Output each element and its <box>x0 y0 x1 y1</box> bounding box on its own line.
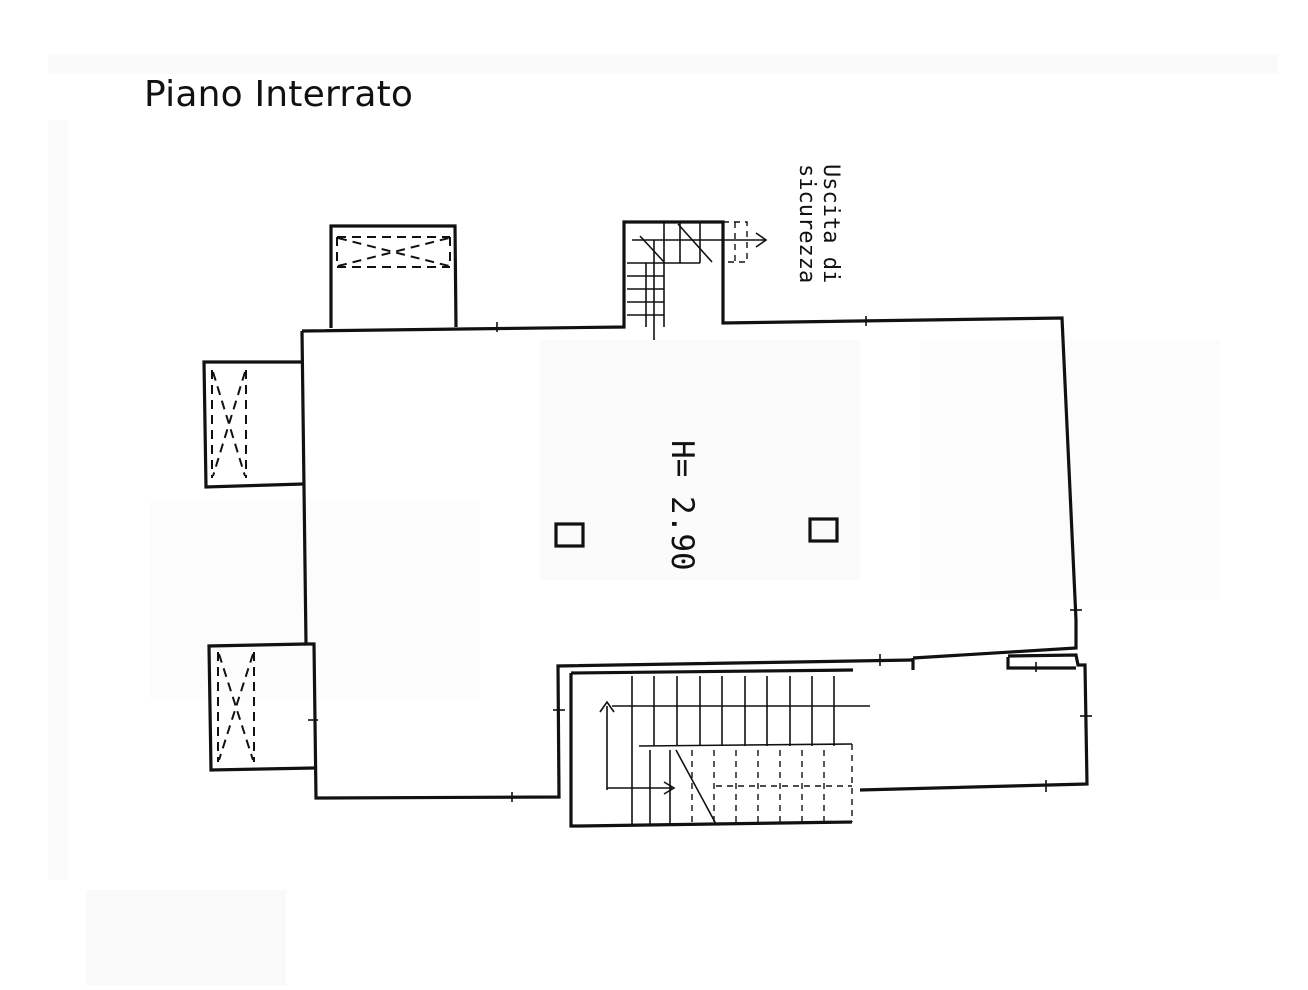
wall-stub-right <box>1006 657 1076 670</box>
outer-wall-right <box>859 653 1089 792</box>
emergency-stair <box>627 221 768 340</box>
main-stair <box>599 676 870 826</box>
exit-label-line2: sicurezza <box>794 164 819 283</box>
scan-noise <box>48 54 1278 985</box>
light-well-top <box>329 224 458 328</box>
exit-label-line1: Uscita di <box>818 164 843 283</box>
stair-well-wall <box>569 673 853 828</box>
wall-ticks <box>308 316 1092 802</box>
page-title: Piano Interrato <box>144 74 414 115</box>
stair-well-top <box>570 668 854 675</box>
outer-wall <box>301 220 1078 660</box>
pillar-right <box>808 517 839 543</box>
light-well-left-lower <box>207 642 315 772</box>
height-label: H= 2.90 <box>664 440 700 571</box>
light-well-left-upper <box>202 360 304 489</box>
pillar-left <box>554 522 585 548</box>
